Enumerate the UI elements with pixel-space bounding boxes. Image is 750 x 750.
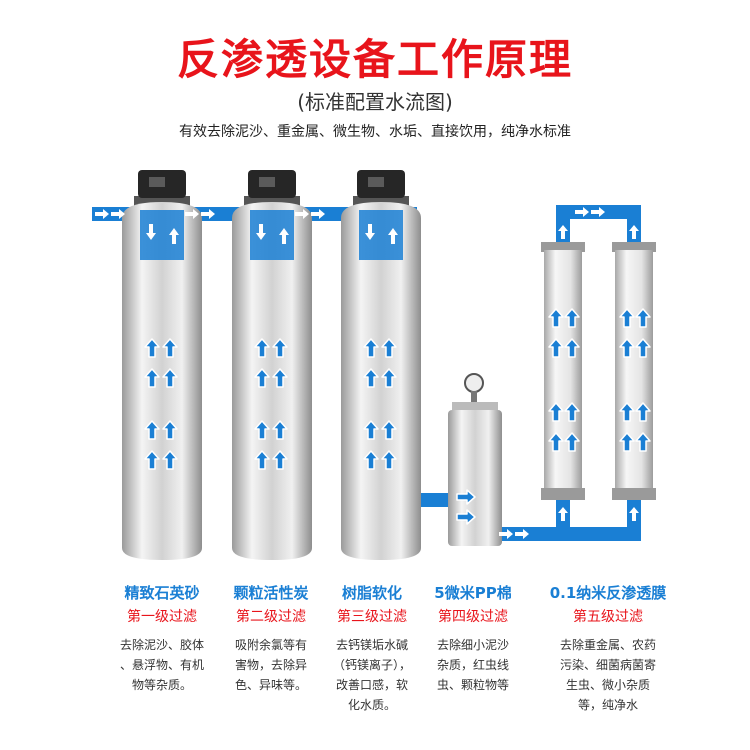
stage-3: 树脂软化 第三级过滤 去钙镁垢水碱 （钙镁离子）， 改善口感，软 化水质。 (312, 582, 432, 715)
tank-resin-softener (341, 170, 421, 560)
ro-membrane-1 (541, 242, 585, 500)
pp-cotton-filter (448, 373, 502, 546)
stage-level: 第四级过滤 (438, 609, 508, 625)
ro-membrane-2 (612, 242, 656, 500)
page-subtitle: (标准配置水流图) (297, 90, 453, 114)
stage-level: 第二级过滤 (236, 609, 306, 625)
stage-desc: 去钙镁垢水碱 （钙镁离子）， 改善口感，软 化水质。 (332, 638, 411, 712)
stage-level: 第一级过滤 (127, 609, 197, 625)
stage-level: 第三级过滤 (337, 609, 407, 625)
stage-5: 0.1纳米反渗透膜 第五级过滤 去除重金属、农药 污染、细菌病菌寄 生虫、微小杂… (522, 582, 694, 715)
stage-name: 颗粒活性炭 (233, 584, 309, 602)
tank-quartz-sand (122, 170, 202, 560)
stage-name: 5微米PP棉 (434, 584, 512, 602)
stage-name: 精致石英砂 (124, 584, 200, 602)
stage-desc: 去除细小泥沙 杂质，红虫线 虫、颗粒物等 (436, 638, 509, 692)
page-tagline: 有效去除泥沙、重金属、微生物、水垢、直接饮用，纯净水标准 (179, 124, 571, 140)
flow-arrows (95, 207, 651, 539)
page-title: 反渗透设备工作原理 (176, 35, 573, 84)
stage-desc: 去除泥沙、胶体 、悬浮物、有机 物等杂质。 (119, 638, 204, 692)
stage-desc: 去除重金属、农药 污染、细菌病菌寄 生虫、微小杂质 等，纯净水 (559, 638, 656, 712)
stage-1: 精致石英砂 第一级过滤 去除泥沙、胶体 、悬浮物、有机 物等杂质。 (88, 582, 236, 695)
tank-activated-carbon (232, 170, 312, 560)
stage-name: 0.1纳米反渗透膜 (549, 584, 667, 602)
stage-name: 树脂软化 (341, 584, 402, 602)
stage-4: 5微米PP棉 第四级过滤 去除细小泥沙 杂质，红虫线 虫、颗粒物等 (414, 582, 532, 695)
stage-2: 颗粒活性炭 第二级过滤 吸附余氯等有 害物，去除异 色、异味等。 (206, 582, 336, 695)
stage-level: 第五级过滤 (573, 609, 643, 625)
stage-desc: 吸附余氯等有 害物，去除异 色、异味等。 (234, 638, 307, 692)
